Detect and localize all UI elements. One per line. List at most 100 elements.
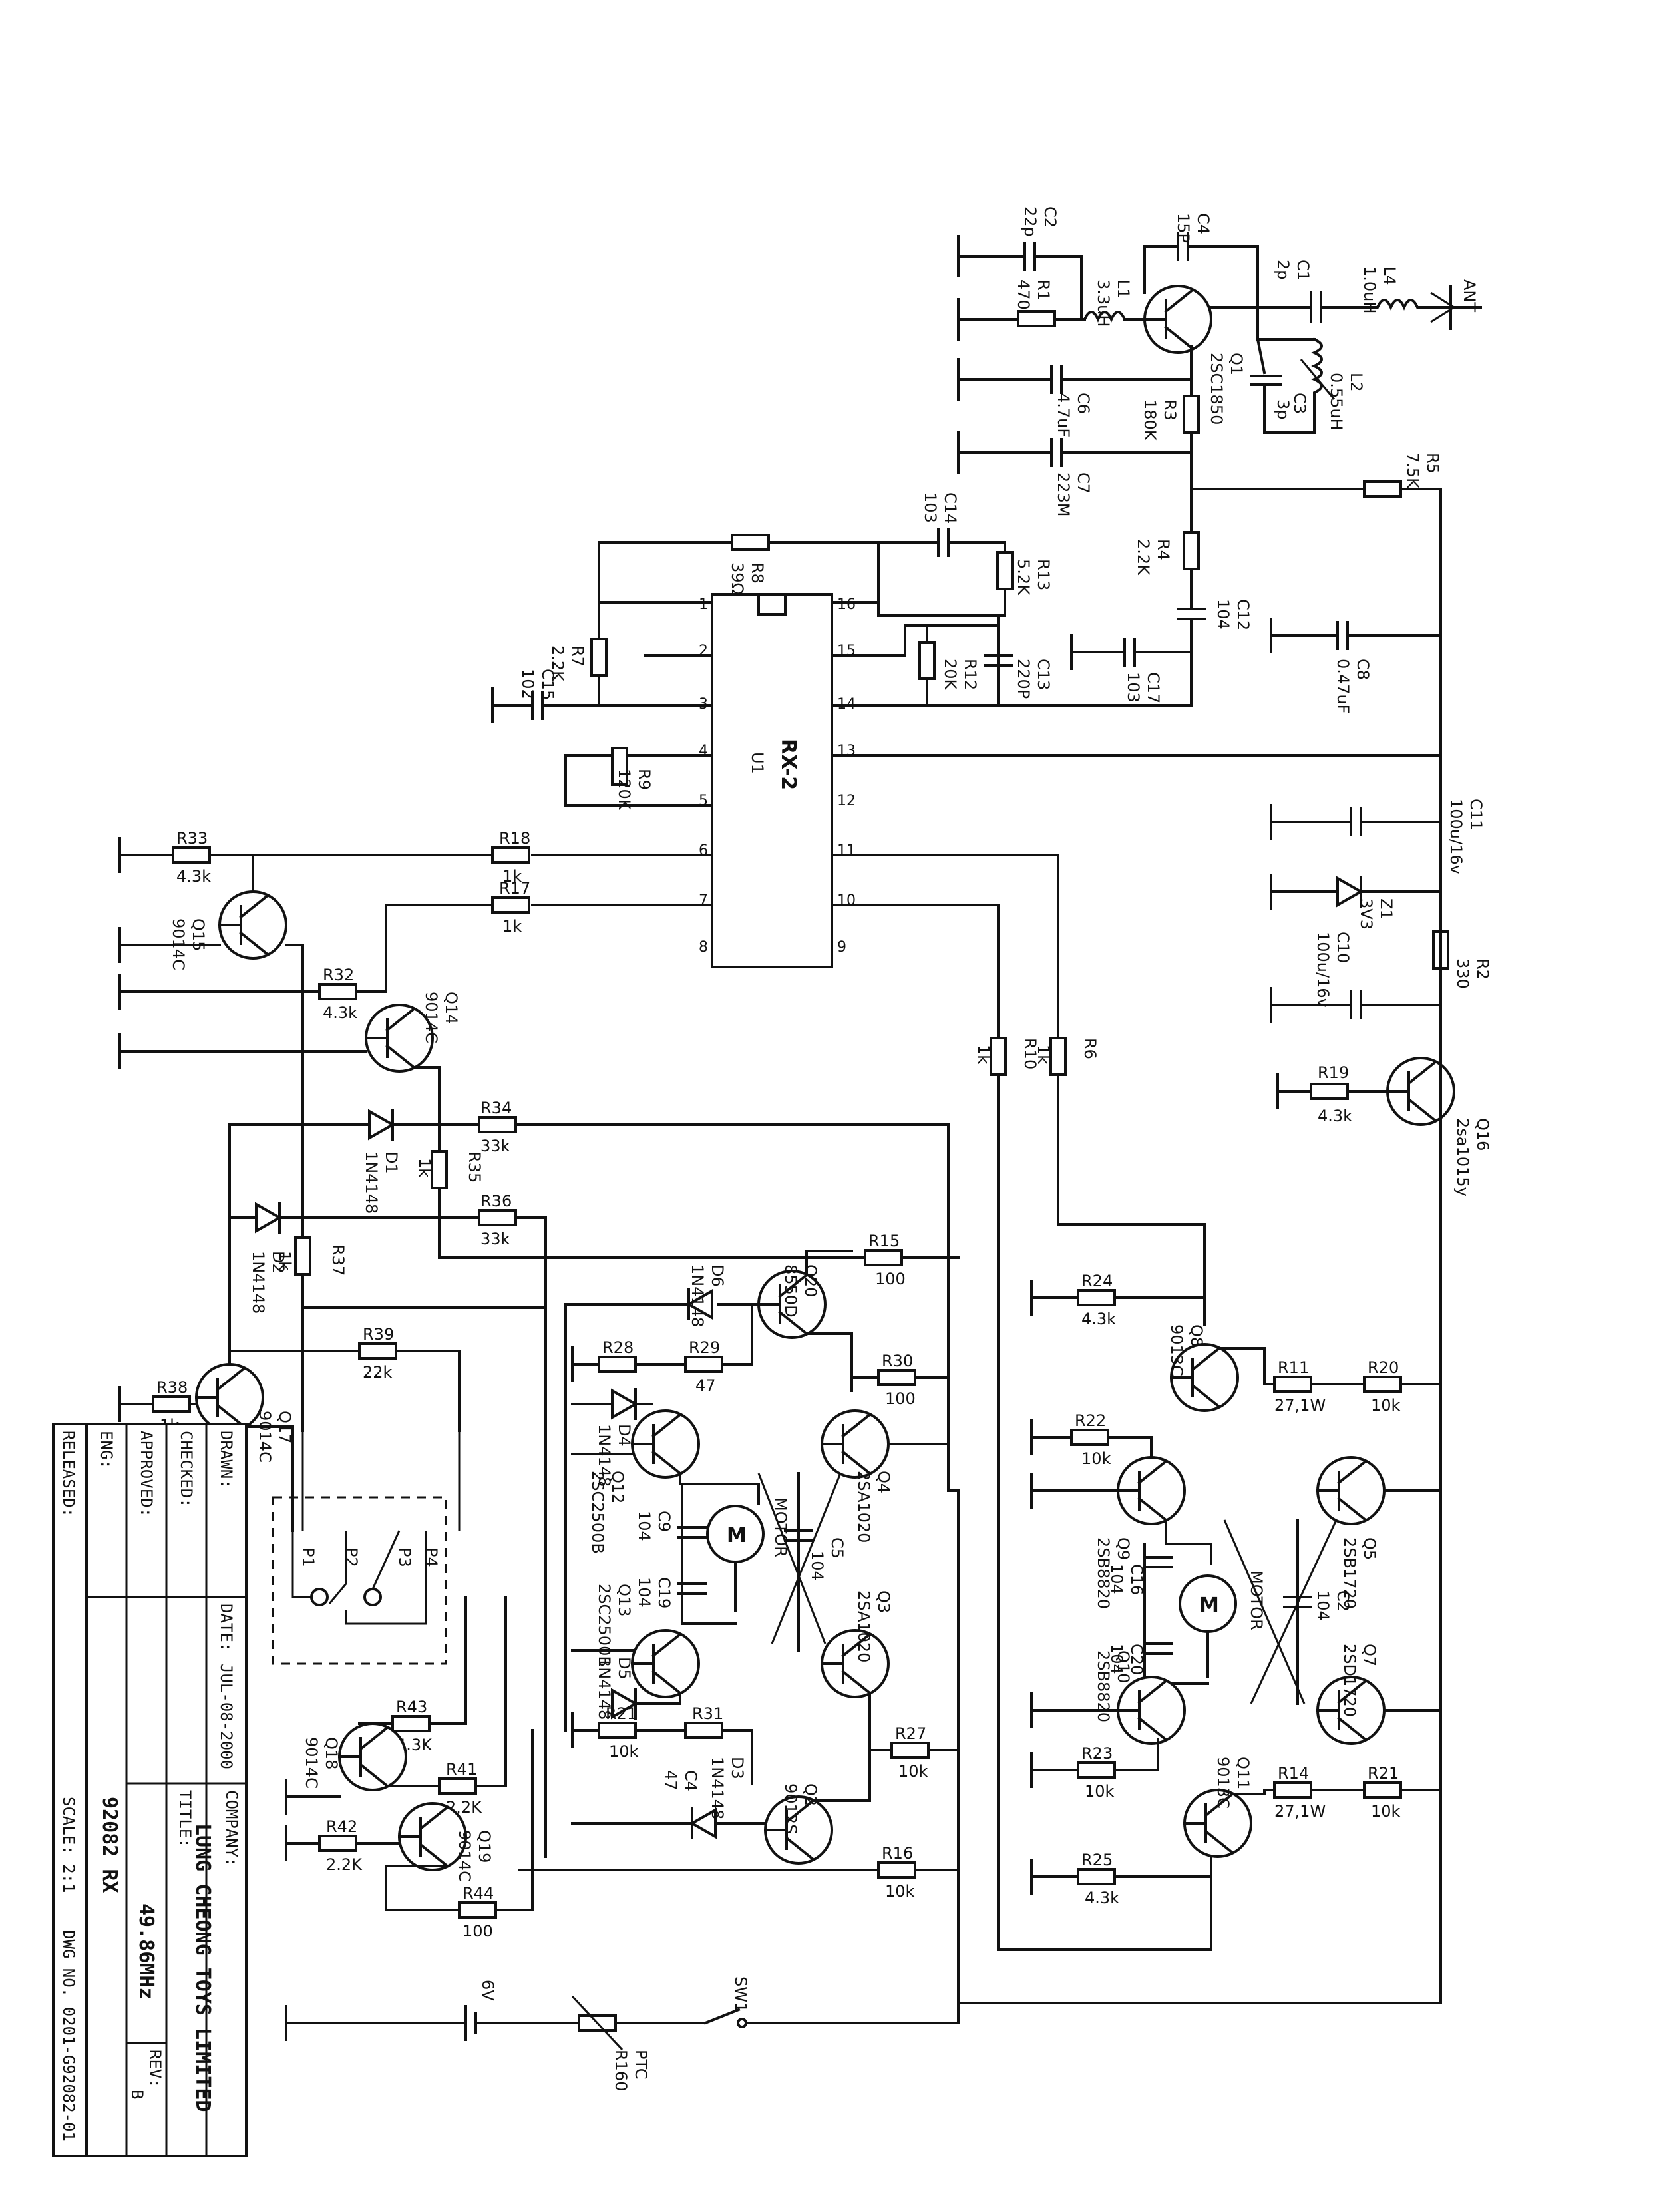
d6-value: 1N4148 [688, 1264, 707, 1327]
r33-value: 4.3k [176, 867, 211, 886]
r21-steer-value: 10k [609, 1742, 639, 1761]
r14-value: 27,1W [1274, 1802, 1326, 1821]
q13-ref: Q13 [615, 1584, 634, 1616]
r7-value: 2.2K [548, 645, 567, 682]
transistor-q17 [195, 1363, 264, 1432]
q20-part: 8550D [781, 1264, 800, 1318]
pin-2: 2 [699, 643, 708, 659]
resistor-r29 [684, 1356, 723, 1373]
pin-16: 16 [837, 596, 856, 613]
c3-ref: C3 [1290, 393, 1309, 414]
inductor-l1 [1077, 311, 1127, 323]
resistor-r43 [391, 1715, 431, 1732]
r12-ref: R12 [961, 659, 980, 690]
q1-part: 2SC1850 [1207, 353, 1226, 425]
c12-value: 104 [1214, 599, 1232, 630]
r22-ref: R22 [1075, 1411, 1106, 1430]
r44-ref: R44 [462, 1884, 494, 1903]
c2-rf-ref: C2 [1041, 206, 1059, 228]
resistor-r4 [1183, 531, 1200, 570]
l4-value: 1.0uH [1360, 266, 1379, 313]
transistor-q1 [1143, 285, 1212, 354]
d1-value: 1N4148 [362, 1151, 381, 1214]
c13-ref: C13 [1034, 659, 1053, 690]
resistor-r11 [1273, 1376, 1312, 1393]
r42-ref: R42 [326, 1817, 357, 1836]
p4-label: P4 [422, 1547, 441, 1567]
resistor-r27 [890, 1742, 930, 1759]
left-logic: R33 4.3k Q15 9014C R18 1k R17 1k R32 4.3… [118, 829, 950, 1940]
r2-ref: R2 [1473, 958, 1492, 980]
p2-label: P2 [342, 1547, 361, 1567]
resistor-r15 [864, 1249, 903, 1266]
c16-ref: C16 [1127, 1564, 1146, 1595]
ic-notch [757, 593, 787, 616]
r9-ref: R9 [635, 769, 653, 790]
steering-bridge: R10 1k R6 1k R15 100 Q20 8550D D6 1N4148… [438, 854, 1212, 2004]
resistor-r8 [731, 534, 770, 551]
title-block: DRAWN: DATE: JUL-08-2000 COMPANY: LUNG C… [52, 1423, 248, 2157]
c5-ref: C5 [828, 1537, 846, 1559]
q8-part: 9013C [1167, 1324, 1186, 1376]
l4-ref: L4 [1380, 266, 1399, 285]
c12-ref: C12 [1234, 599, 1252, 630]
q2-ref: Q2 [801, 1783, 820, 1806]
r31-ref: R31 [692, 1704, 723, 1723]
pin-15: 15 [837, 643, 856, 659]
q3-ref: Q3 [874, 1590, 893, 1613]
r3-ref: R3 [1161, 399, 1179, 421]
antenna-icon [1429, 285, 1482, 330]
r9-value: 120K [615, 769, 634, 811]
q16-ref: Q16 [1473, 1118, 1492, 1151]
title-label: TITLE: [176, 1790, 194, 1848]
q13-part: 2SC2500B [595, 1584, 614, 1667]
r15-ref: R15 [868, 1232, 900, 1250]
transistor-q10 [1117, 1676, 1186, 1745]
resistor-r21-drive [1363, 1781, 1402, 1799]
q18-part: 9014C [302, 1737, 321, 1789]
resistor-r41 [438, 1777, 477, 1795]
pin-13: 13 [837, 743, 856, 759]
r29-ref: R29 [689, 1338, 720, 1357]
l2-ref: L2 [1347, 373, 1366, 392]
pin-8: 8 [699, 939, 708, 956]
c8-ref: C8 [1354, 659, 1372, 680]
r21-drive-ref: R21 [1368, 1764, 1399, 1783]
c2-rf-value: 22p [1021, 206, 1039, 237]
q19-ref: Q19 [475, 1830, 494, 1863]
pin-6: 6 [699, 842, 708, 859]
transistor-q16 [1386, 1057, 1455, 1126]
r35-ref: R35 [465, 1151, 484, 1183]
r36-ref: R36 [480, 1192, 512, 1210]
resistor-r13 [996, 551, 1014, 590]
q7-part: 2SD1720 [1340, 1644, 1359, 1717]
eng-label: ENG: [97, 1431, 116, 1469]
d1-ref: D1 [382, 1151, 401, 1174]
rev-label: REV: [146, 2050, 164, 2088]
c4-ref: C4 [1194, 213, 1212, 234]
resistor-r32 [318, 983, 357, 1000]
r10-ref: R10 [1021, 1038, 1039, 1069]
d2-value: 1N4148 [249, 1251, 268, 1314]
r28-ref: R28 [602, 1338, 634, 1357]
ic-body [711, 593, 833, 968]
r41-ref: R41 [446, 1760, 477, 1779]
pin-1: 1 [699, 596, 708, 613]
ic-ref: U1 [748, 752, 767, 774]
q5-part: 2SB1720 [1340, 1537, 1359, 1609]
r1-ref: R1 [1034, 279, 1053, 301]
l1-value: 3.3uH [1094, 279, 1113, 327]
z1-value: 3V3 [1357, 898, 1376, 930]
l2-value: 0.55uH [1327, 373, 1346, 431]
d5-value: 1N4148 [595, 1657, 614, 1720]
q17-part: 9014C [256, 1411, 274, 1463]
resistor-r22 [1070, 1429, 1109, 1446]
r4-ref: R4 [1154, 539, 1173, 560]
r5-value: 7.5K [1403, 453, 1422, 489]
resistor-r39 [358, 1342, 397, 1360]
c8-value: 0.47uF [1334, 659, 1352, 713]
q20-ref: Q20 [801, 1264, 820, 1297]
r30-value: 100 [885, 1389, 916, 1408]
r22-value: 10k [1081, 1449, 1111, 1468]
